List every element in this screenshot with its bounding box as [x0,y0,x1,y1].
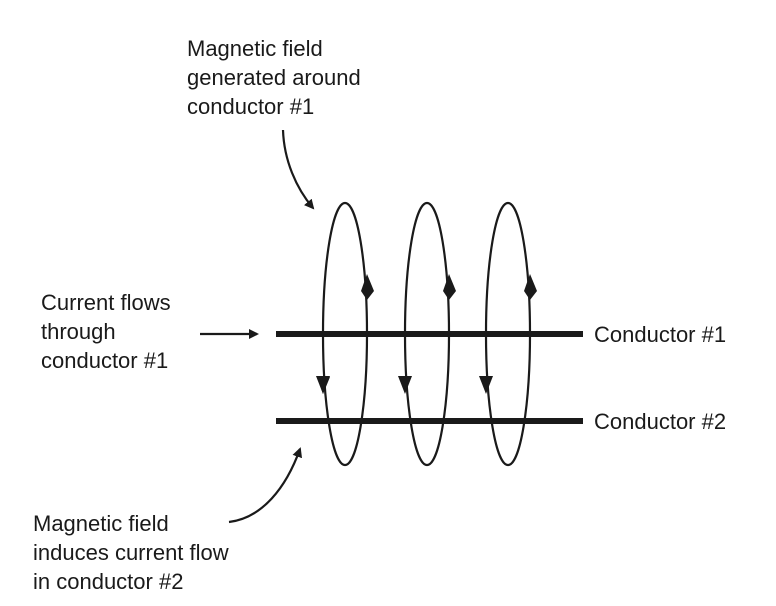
loop-3-down-arrow [479,376,493,394]
induced-current-label: Magnetic field induces current flow in c… [33,509,229,596]
current-flows-label-line-2: through [41,319,116,344]
induced-current-label-line-2: induces current flow [33,540,229,565]
loop-1-up-arrow [361,274,374,300]
field-generated-label-line-2: generated around [187,65,361,90]
loop-2-up-arrow [443,274,456,300]
top-label-pointer [281,129,315,210]
loop-3-up-arrow [524,274,537,300]
current-flows-label-line-3: conductor #1 [41,348,169,373]
field-loop-1 [316,201,374,467]
field-loop-3 [479,201,537,467]
bottom-label-pointer [228,447,303,524]
current-flows-label-line-1: Current flows [41,290,171,315]
induced-current-label-line-3: in conductor #2 [33,569,184,594]
field-generated-label-line-1: Magnetic field [187,36,323,61]
induced-current-label-line-1: Magnetic field [33,511,169,536]
conductor-2-label: Conductor #2 [594,409,727,434]
conductor-1-label: Conductor #1 [594,322,727,347]
loop-2-down-arrow [398,376,412,394]
field-loop-2 [398,201,456,467]
field-generated-label: Magnetic field generated around conducto… [187,34,361,121]
field-generated-label-line-3: conductor #1 [187,94,315,119]
current-flows-label: Current flows through conductor #1 [41,288,171,375]
